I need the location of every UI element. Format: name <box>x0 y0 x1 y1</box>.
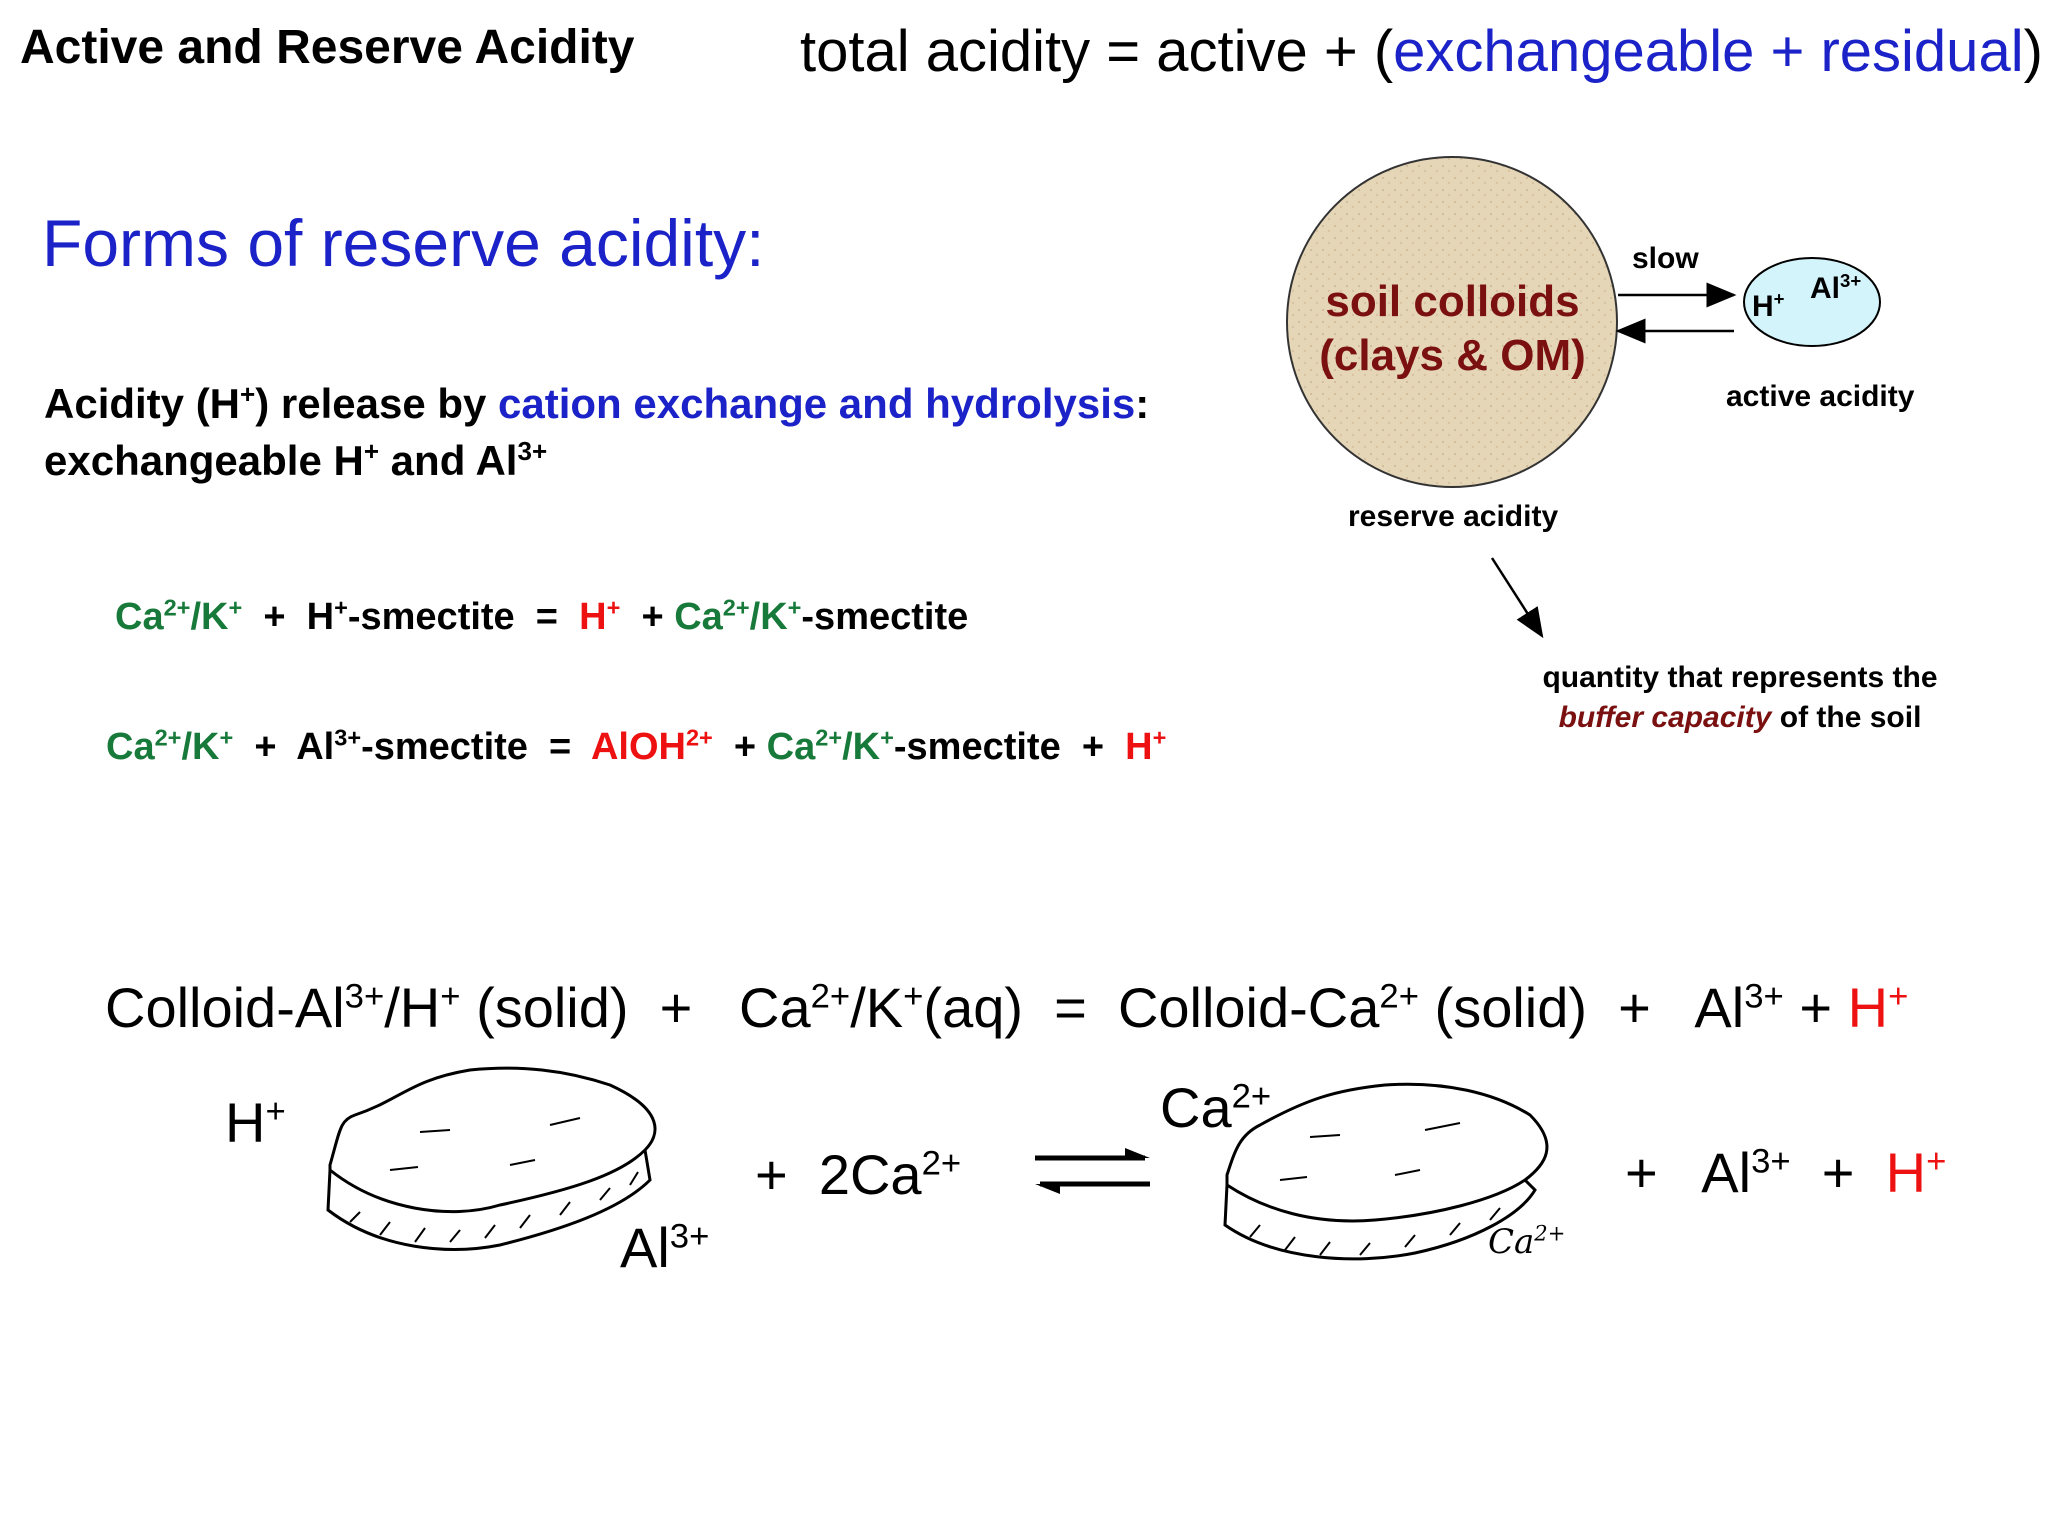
reserve-acidity-label: reserve acidity <box>1348 500 1559 533</box>
buffer-arrow <box>1490 557 1544 639</box>
sketch-right-ca: Ca2+ <box>1160 1076 1272 1139</box>
page-title: Active and Reserve Acidity <box>20 21 635 74</box>
colloid-plate-right <box>1223 1082 1549 1261</box>
sketch-left-al: Al3+ <box>620 1216 710 1279</box>
ion-al: Al3+ <box>1810 270 1862 305</box>
sketch-plus-al-h: + Al3+ + H+ <box>1625 1141 1947 1204</box>
sketch-plus-2ca: + 2Ca2+ <box>755 1143 962 1206</box>
total-acidity-equation: total acidity = active + (exchangeable +… <box>800 19 2043 84</box>
release-line-1: Acidity (H+) release by cation exchange … <box>44 379 1150 427</box>
colloid-label: soil colloids(clays & OM) <box>1319 277 1586 380</box>
active-ion-ellipse <box>1743 257 1881 347</box>
sketch-left-h: H+ <box>225 1091 286 1154</box>
acidity-diagram <box>1286 156 1881 639</box>
colloid-plate-left <box>326 1066 657 1251</box>
section-title: Forms of reserve acidity: <box>42 206 765 280</box>
ion-h: H+ <box>1752 288 1785 323</box>
slow-label: slow <box>1632 242 1699 275</box>
colloid-exchange-equation: Colloid-Al3+/H+ (solid) + Ca2+/K+(aq) = … <box>105 976 1909 1039</box>
release-line-2: exchangeable H+ and Al3+ <box>44 436 548 484</box>
reaction-1: Ca2+/K+ + H+-smectite = H+ + Ca2+/K+-sme… <box>115 594 969 638</box>
reaction-2: Ca2+/K+ + Al3+-smectite = AlOH2+ + Ca2+/… <box>106 724 1167 768</box>
sketch-right-ca-small: Ca2+ <box>1488 1220 1566 1262</box>
equilibrium-arrows <box>1035 1148 1150 1194</box>
active-acidity-label: active acidity <box>1726 380 1915 413</box>
